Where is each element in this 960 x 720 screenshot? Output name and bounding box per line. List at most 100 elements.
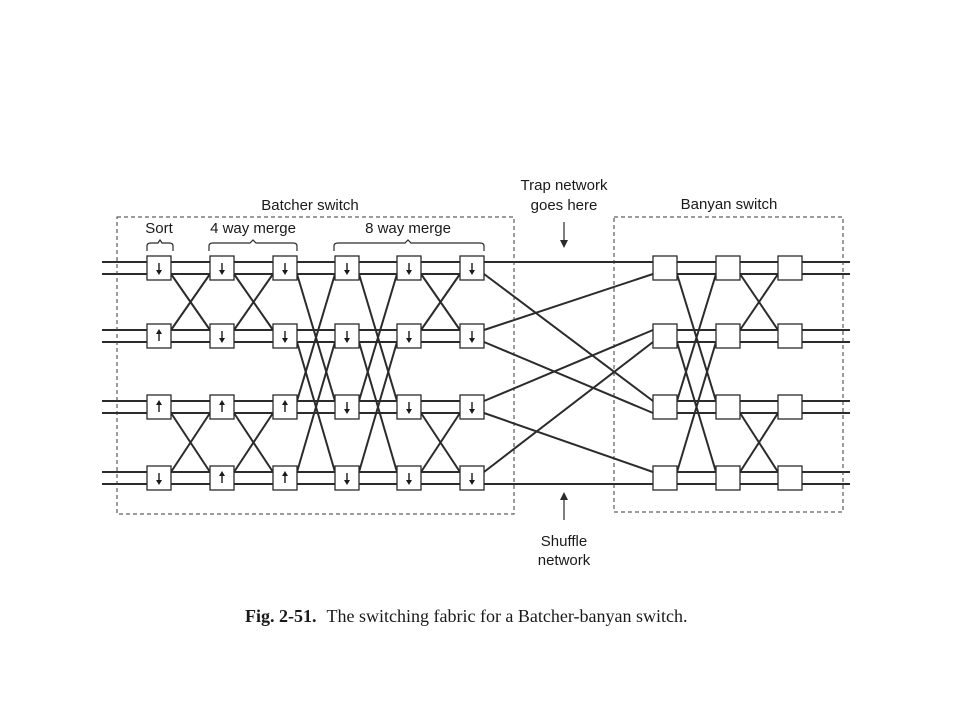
direction-arrow-head xyxy=(219,400,225,405)
direction-arrow-head xyxy=(219,338,225,343)
cross-line xyxy=(233,412,274,473)
shuffle-line xyxy=(483,412,654,473)
cross-line xyxy=(296,341,336,473)
banyan-switch-element xyxy=(715,394,741,420)
direction-arrow-head xyxy=(282,400,288,405)
cross-line xyxy=(676,273,717,402)
sort-brace xyxy=(146,238,174,251)
trap-network-label-line2: goes here xyxy=(531,197,598,214)
cross-line xyxy=(358,273,398,402)
cross-line xyxy=(358,341,398,473)
banyan-switch-element xyxy=(777,255,803,281)
batcher-switch-element xyxy=(146,323,172,349)
shuffle-network-arrowhead xyxy=(560,492,568,500)
direction-arrow-head xyxy=(344,480,350,485)
banyan-switch-label: Banyan switch xyxy=(681,196,778,213)
batcher-switch-element xyxy=(146,394,172,420)
eight-way-merge-label: 8 way merge xyxy=(365,220,451,237)
cross-line xyxy=(296,273,336,402)
batcher-switch-element xyxy=(272,394,298,420)
direction-arrow-head xyxy=(282,471,288,476)
batcher-switch-region xyxy=(116,216,515,515)
batcher-switch-element xyxy=(272,465,298,491)
batcher-switch-element xyxy=(209,394,235,420)
banyan-switch-element xyxy=(652,465,678,491)
batcher-switch-label: Batcher switch xyxy=(261,197,359,214)
shuffle-network-label-line1: Shuffle xyxy=(541,533,587,550)
shuffle-line xyxy=(483,341,654,473)
figure-caption-text: The switching fabric for a Batcher-banya… xyxy=(327,606,688,626)
banyan-switch-element xyxy=(777,323,803,349)
direction-arrow-head xyxy=(156,329,162,334)
cross-line xyxy=(739,412,779,473)
batcher-switch-element xyxy=(396,394,422,420)
banyan-switch-element xyxy=(652,323,678,349)
banyan-switch-element xyxy=(715,465,741,491)
batcher-switch-element xyxy=(334,255,360,281)
figure-caption: Fig. 2-51. The switching fabric for a Ba… xyxy=(245,606,688,626)
batcher-switch-element xyxy=(146,255,172,281)
direction-arrow-head xyxy=(156,400,162,405)
direction-arrow-head xyxy=(156,480,162,485)
direction-arrow-head xyxy=(344,270,350,275)
direction-arrow-head xyxy=(282,338,288,343)
cross-line xyxy=(233,273,274,331)
batcher-switch-element xyxy=(209,323,235,349)
banyan-switch-element xyxy=(777,394,803,420)
element-box xyxy=(209,323,235,349)
element-box xyxy=(209,255,235,281)
wires xyxy=(102,261,850,485)
trap-network-label-line1: Trap network xyxy=(521,177,608,194)
batcher-switch-element xyxy=(334,323,360,349)
eight-way-merge-brace xyxy=(333,239,485,251)
shuffle-line xyxy=(483,341,654,414)
batcher-switch-element xyxy=(396,255,422,281)
four-way-merge-brace xyxy=(208,239,298,251)
cross-line xyxy=(420,273,461,331)
cross-line xyxy=(170,412,211,473)
banyan-switch-element xyxy=(715,323,741,349)
batcher-switch-element xyxy=(396,465,422,491)
switch-elements xyxy=(146,255,803,491)
batcher-switch-element xyxy=(209,255,235,281)
batcher-switch-element xyxy=(459,394,485,420)
cross-line xyxy=(420,412,461,473)
banyan-switch-element xyxy=(777,465,803,491)
element-box xyxy=(209,394,235,420)
direction-arrow-head xyxy=(219,471,225,476)
banyan-switch-element xyxy=(652,255,678,281)
batcher-switch-element xyxy=(459,465,485,491)
direction-arrow-head xyxy=(469,270,475,275)
batcher-switch-element xyxy=(334,465,360,491)
direction-arrow-head xyxy=(406,480,412,485)
batcher-switch-element xyxy=(272,323,298,349)
batcher-switch-element xyxy=(459,323,485,349)
banyan-switch-region xyxy=(613,216,844,513)
direction-arrow-head xyxy=(219,270,225,275)
direction-arrow-head xyxy=(156,270,162,275)
direction-arrow-head xyxy=(469,480,475,485)
cross-line xyxy=(739,273,779,331)
direction-arrow-head xyxy=(406,409,412,414)
banyan-switch-element xyxy=(715,255,741,281)
four-way-merge-label: 4 way merge xyxy=(210,220,296,237)
shuffle-line xyxy=(483,273,654,331)
sort-label: Sort xyxy=(145,220,173,237)
direction-arrow-head xyxy=(282,270,288,275)
shuffle-network-label-line2: network xyxy=(538,552,591,569)
direction-arrow-head xyxy=(406,270,412,275)
cross-line xyxy=(676,341,717,473)
batcher-switch-element xyxy=(396,323,422,349)
direction-arrow-head xyxy=(469,409,475,414)
trap-network-arrowhead xyxy=(560,240,568,248)
shuffle-line xyxy=(483,273,654,402)
direction-arrow-head xyxy=(406,338,412,343)
element-box xyxy=(146,323,172,349)
shuffle-line xyxy=(483,329,654,402)
batcher-switch-element xyxy=(209,465,235,491)
direction-arrow-head xyxy=(344,409,350,414)
batcher-switch-element xyxy=(459,255,485,281)
direction-arrow-head xyxy=(344,338,350,343)
batcher-switch-element xyxy=(334,394,360,420)
